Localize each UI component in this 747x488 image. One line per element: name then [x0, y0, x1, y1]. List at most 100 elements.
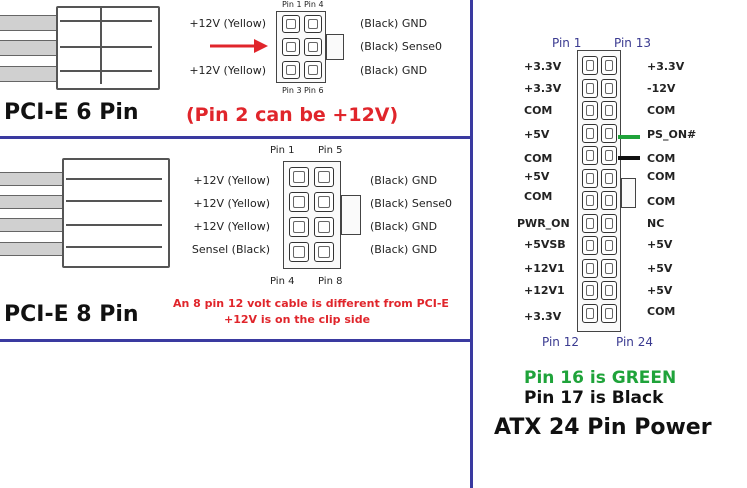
atx24-right-label: COM [647, 195, 676, 208]
pcie8-right-label-4: (Black) GND [370, 243, 438, 256]
atx-pin12-label: Pin 12 [542, 335, 579, 349]
atx24-left-label: +12V1 [524, 284, 565, 297]
atx24-pin [582, 213, 598, 233]
atx24-pin [582, 101, 598, 120]
atx24-right-label: COM [647, 152, 676, 165]
atx24-right-label: COM [647, 305, 676, 318]
pcie6-wire [0, 15, 58, 31]
atx24-pin [601, 258, 617, 278]
pcie6-connector-clip [326, 34, 344, 60]
atx24-left-label: PWR_ON [517, 217, 570, 230]
atx24-right-label: +3.3V [647, 60, 685, 73]
pcie6-pin [304, 15, 322, 33]
atx-green-note: Pin 16 is GREEN [524, 368, 677, 388]
pcie6-pin [282, 15, 300, 33]
atx24-pin [582, 146, 598, 165]
atx-pin1-label: Pin 1 [552, 36, 582, 50]
pcie8-pin4-label: Pin 4 [270, 276, 295, 287]
pcie8-plug-ridge [66, 178, 162, 180]
atx24-left-label: +5VSB [524, 238, 566, 251]
atx24-pin [601, 123, 617, 143]
atx24-pin [601, 213, 617, 233]
pcie6-title: PCI-E 6 Pin [4, 100, 139, 125]
pcie6-plug-ridge [60, 46, 152, 48]
pcie8-right-label-2: (Black) Sense0 [370, 197, 453, 210]
pcie8-pin8-label: Pin 8 [318, 276, 343, 287]
atx24-pin [601, 78, 617, 98]
atx24-pin [582, 191, 598, 210]
atx24-pin [601, 168, 617, 188]
atx24-right-label: COM [647, 104, 676, 117]
atx24-right-label: -12V [647, 82, 676, 95]
atx24-connector-clip [621, 178, 636, 208]
pcie8-wire [0, 218, 64, 232]
atx24-right-label: COM [647, 170, 676, 183]
atx24-right-label: +5V [647, 284, 673, 297]
pcie8-pin [289, 192, 309, 212]
atx24-pin [582, 123, 598, 143]
pcie8-left-label-4: Sensel (Black) [191, 243, 270, 256]
pcie6-pin1-label: Pin 1 [282, 0, 302, 9]
pcie6-right-label-2: (Black) Sense0 [360, 40, 443, 53]
atx24-pin [601, 101, 617, 120]
pcie8-plug-ridge [66, 200, 162, 202]
atx24-left-label: +3.3V [524, 82, 562, 95]
atx24-right-label: +5V [647, 238, 673, 251]
atx24-left-label: COM [524, 104, 553, 117]
atx24-left-label: +12V1 [524, 262, 565, 275]
atx24-left-label: +3.3V [524, 310, 562, 323]
divider-vertical [470, 0, 473, 488]
pcie6-pin3-label: Pin 3 [282, 86, 302, 95]
atx24-pin [582, 78, 598, 98]
pcie6-pin [304, 38, 322, 56]
pcie8-title: PCI-E 8 Pin [4, 302, 139, 327]
red-arrow-icon [210, 39, 268, 53]
pcie8-pin [314, 242, 334, 262]
pcie8-plug [62, 158, 170, 268]
atx24-pin [582, 56, 598, 75]
atx-pin24-label: Pin 24 [616, 335, 653, 349]
pcie6-left-label-2: +12V (Yellow) [189, 64, 266, 77]
atx24-left-label: +3.3V [524, 60, 562, 73]
atx24-pin [582, 168, 598, 188]
pcie8-connector-clip [341, 195, 361, 235]
pcie6-plug-ridge [100, 8, 102, 84]
pcie6-left-label-1: +12V (Yellow) [189, 17, 266, 30]
pcie8-note-line1: An 8 pin 12 volt cable is different from… [173, 297, 449, 310]
pcie6-pin [282, 38, 300, 56]
atx24-pin [601, 303, 617, 323]
pcie6-pin [282, 61, 300, 79]
pcie6-right-label-1: (Black) GND [360, 17, 428, 30]
pcie6-plug [56, 6, 160, 90]
atx24-pin [582, 303, 598, 323]
atx24-left-label: COM [524, 152, 553, 165]
pcie8-plug-ridge [66, 224, 162, 226]
atx-title: ATX 24 Pin Power [494, 415, 712, 440]
pcie8-left-label-2: +12V (Yellow) [193, 197, 270, 210]
pcie6-pin [304, 61, 322, 79]
atx24-right-label: PS_ON# [647, 128, 697, 141]
pcie8-pin [289, 217, 309, 237]
divider-horizontal-bottom [0, 339, 472, 342]
pcie8-wire [0, 242, 64, 256]
atx24-pin [582, 258, 598, 278]
pcie8-left-label-3: +12V (Yellow) [193, 220, 270, 233]
atx24-pin [601, 191, 617, 210]
atx24-pin [582, 281, 598, 300]
atx-black-note: Pin 17 is Black [524, 388, 664, 408]
pcie8-pin [289, 242, 309, 262]
pcie8-right-label-3: (Black) GND [370, 220, 438, 233]
pcie8-pin [314, 167, 334, 187]
pcie8-left-label-1: +12V (Yellow) [193, 174, 270, 187]
pcie6-pin6-label: Pin 6 [304, 86, 324, 95]
pcie8-pin1-label: Pin 1 [270, 145, 295, 156]
pcie6-pin4-label: Pin 4 [304, 0, 324, 9]
pcie8-plug-ridge [66, 246, 162, 248]
green-wire-indicator [618, 135, 640, 139]
pcie8-pin [314, 192, 334, 212]
pcie8-pin [289, 167, 309, 187]
pcie8-pin5-label: Pin 5 [318, 145, 343, 156]
atx24-left-label: COM [524, 190, 553, 203]
atx24-right-label: +5V [647, 262, 673, 275]
pcie6-note: (Pin 2 can be +12V) [186, 104, 399, 126]
